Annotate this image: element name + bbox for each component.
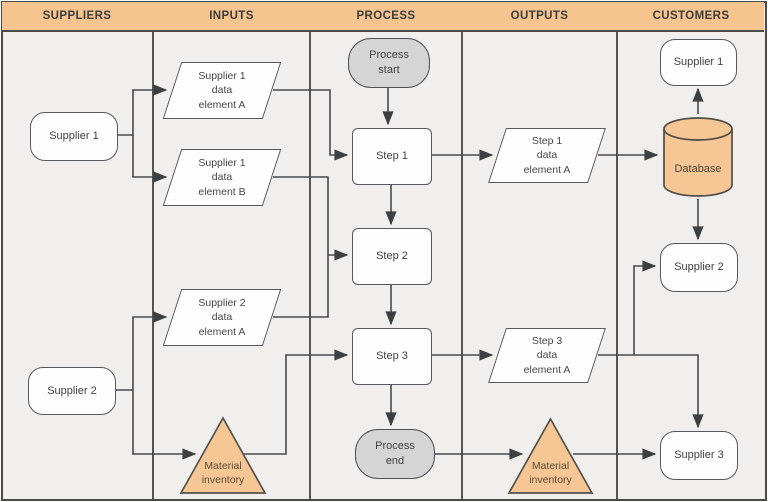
node-step-2: Step 2 (352, 228, 432, 285)
node-label: Step 2 (376, 250, 408, 263)
triangle-shape (507, 417, 594, 494)
edge-input-bc-join (273, 176, 329, 318)
node-step-1: Step 1 (352, 128, 432, 185)
lane-divider (616, 2, 618, 499)
lane-header-customers: CUSTOMERS (652, 10, 730, 22)
lane-divider (152, 2, 154, 499)
node-label: Material inventory (529, 459, 572, 486)
node-label: Step 3 data element A (523, 335, 571, 376)
node-input-material-inventory: Material inventory (178, 415, 268, 496)
edge-supplier2-to-input-c (114, 311, 168, 391)
cylinder-shape (663, 117, 733, 197)
node-output-step1-element-a: Step 1 data element A (488, 128, 606, 183)
node-label: Supplier 1 (673, 56, 724, 69)
lane-divider (309, 2, 311, 499)
header-band (2, 2, 764, 32)
lane-header-suppliers: SUPPLIERS (42, 10, 112, 22)
node-label: Step 3 (376, 350, 408, 363)
node-label: Process end (375, 440, 415, 467)
node-process-start: Process start (348, 38, 430, 88)
node-label: Database (674, 163, 722, 175)
node-source-supplier-1: Supplier 1 (30, 112, 118, 161)
node-input-supplier1-element-b: Supplier 1 data element B (162, 149, 282, 206)
lane-divider (461, 2, 463, 499)
lane-header-outputs: OUTPUTS (510, 10, 569, 22)
node-input-supplier1-element-a: Supplier 1 data element A (162, 62, 282, 119)
lane-header-process: PROCESS (356, 10, 416, 22)
edge-supplier1-to-input-b (132, 135, 168, 183)
node-database: Database (662, 116, 734, 198)
edge-material-to-step3 (244, 349, 349, 455)
node-customer-supplier-1: Supplier 1 (660, 39, 737, 86)
node-customer-supplier-2: Supplier 2 (660, 243, 738, 292)
edge-output-b-to-supplier3 (598, 354, 704, 429)
node-label: Supplier 1 data element A (198, 70, 246, 111)
node-label: Supplier 3 (674, 449, 724, 462)
node-label: Material inventory (201, 459, 245, 486)
node-customer-supplier-3: Supplier 3 (660, 431, 738, 480)
node-label: Supplier 2 (47, 384, 97, 397)
node-label: Step 1 data element A (523, 135, 571, 176)
node-process-end: Process end (355, 429, 435, 479)
node-label: Supplier 1 data element B (198, 157, 246, 198)
node-label: Supplier 2 (674, 261, 724, 274)
node-output-step3-element-a: Step 3 data element A (488, 328, 606, 383)
lane-header-inputs: INPUTS (209, 10, 254, 22)
triangle-shape (179, 416, 267, 494)
node-output-material-inventory: Material inventory (506, 416, 595, 496)
node-label: Supplier 1 (49, 130, 99, 143)
edge-input-a-to-step1 (273, 89, 349, 161)
node-step-3: Step 3 (352, 328, 432, 385)
node-input-supplier2-element-a: Supplier 2 data element A (162, 289, 282, 346)
node-label: Step 1 (376, 150, 408, 163)
edge-supplier1-to-input-a (116, 84, 168, 136)
edge-output-b-to-supplier2 (633, 260, 657, 355)
node-source-supplier-2: Supplier 2 (28, 367, 116, 415)
edge-supplier2-to-material (132, 390, 197, 460)
node-label: Supplier 2 data element A (198, 297, 246, 338)
node-label: Process start (369, 49, 409, 76)
